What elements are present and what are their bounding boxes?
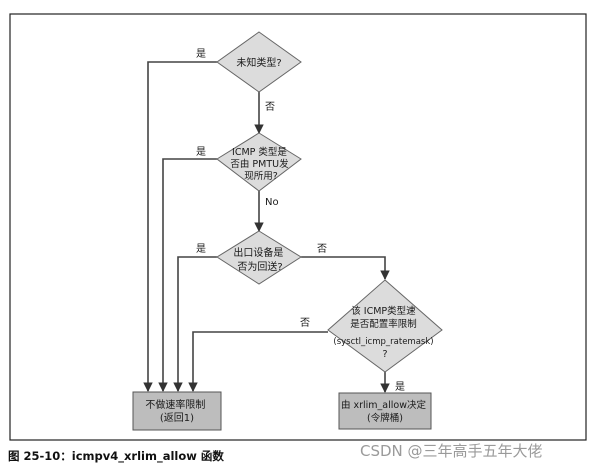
decision-unknown-type	[216, 31, 302, 93]
edge-label-ratemask-yes: 是	[395, 381, 405, 393]
decision-pmtu-type	[216, 132, 302, 192]
decision-ratemask-text: 该 ICMP类型速 是否配置率限制 (sysctl_icmp_ratemask)…	[333, 305, 436, 360]
edge-pmtu-yes	[158, 158, 217, 392]
process-xrlim-text: 由 xrlim_allow决定 (令牌桶)	[341, 399, 429, 424]
edge-loopback-yes	[173, 256, 217, 392]
edge-label-pmtu-yes: 是	[196, 146, 206, 158]
decision-loopback-text: 出口设备是 否为回送?	[233, 246, 286, 273]
edge-label-unknown-yes: 是	[196, 48, 206, 60]
decision-pmtu-type-text: ICMP 类型是 否由 PMTU发 现所用?	[230, 146, 291, 182]
edge-label-loopback-no: 否	[317, 243, 327, 255]
edge-label-ratemask-no: 否	[300, 317, 310, 329]
edge-label-loopback-yes: 是	[196, 243, 206, 255]
decision-loopback	[216, 230, 302, 285]
process-no-limit	[132, 391, 222, 431]
edge-label-pmtu-no: No	[265, 197, 279, 208]
edge-label-unknown-no: 否	[265, 101, 275, 113]
edge-unknown-yes	[143, 61, 217, 392]
diagram-frame	[9, 13, 587, 441]
watermark: CSDN @三年高手五年大佬	[360, 442, 543, 460]
process-no-limit-text: 不做速率限制 (返回1)	[145, 398, 208, 424]
figure-caption: 图 25-10：icmpv4_xrlim_allow 函数	[8, 449, 224, 463]
process-xrlim	[338, 392, 432, 430]
edge-loopback-no	[301, 256, 390, 280]
edge-ratemask-no	[188, 331, 328, 392]
decision-ratemask	[327, 279, 443, 373]
decision-unknown-type-text: 未知类型?	[236, 56, 281, 69]
